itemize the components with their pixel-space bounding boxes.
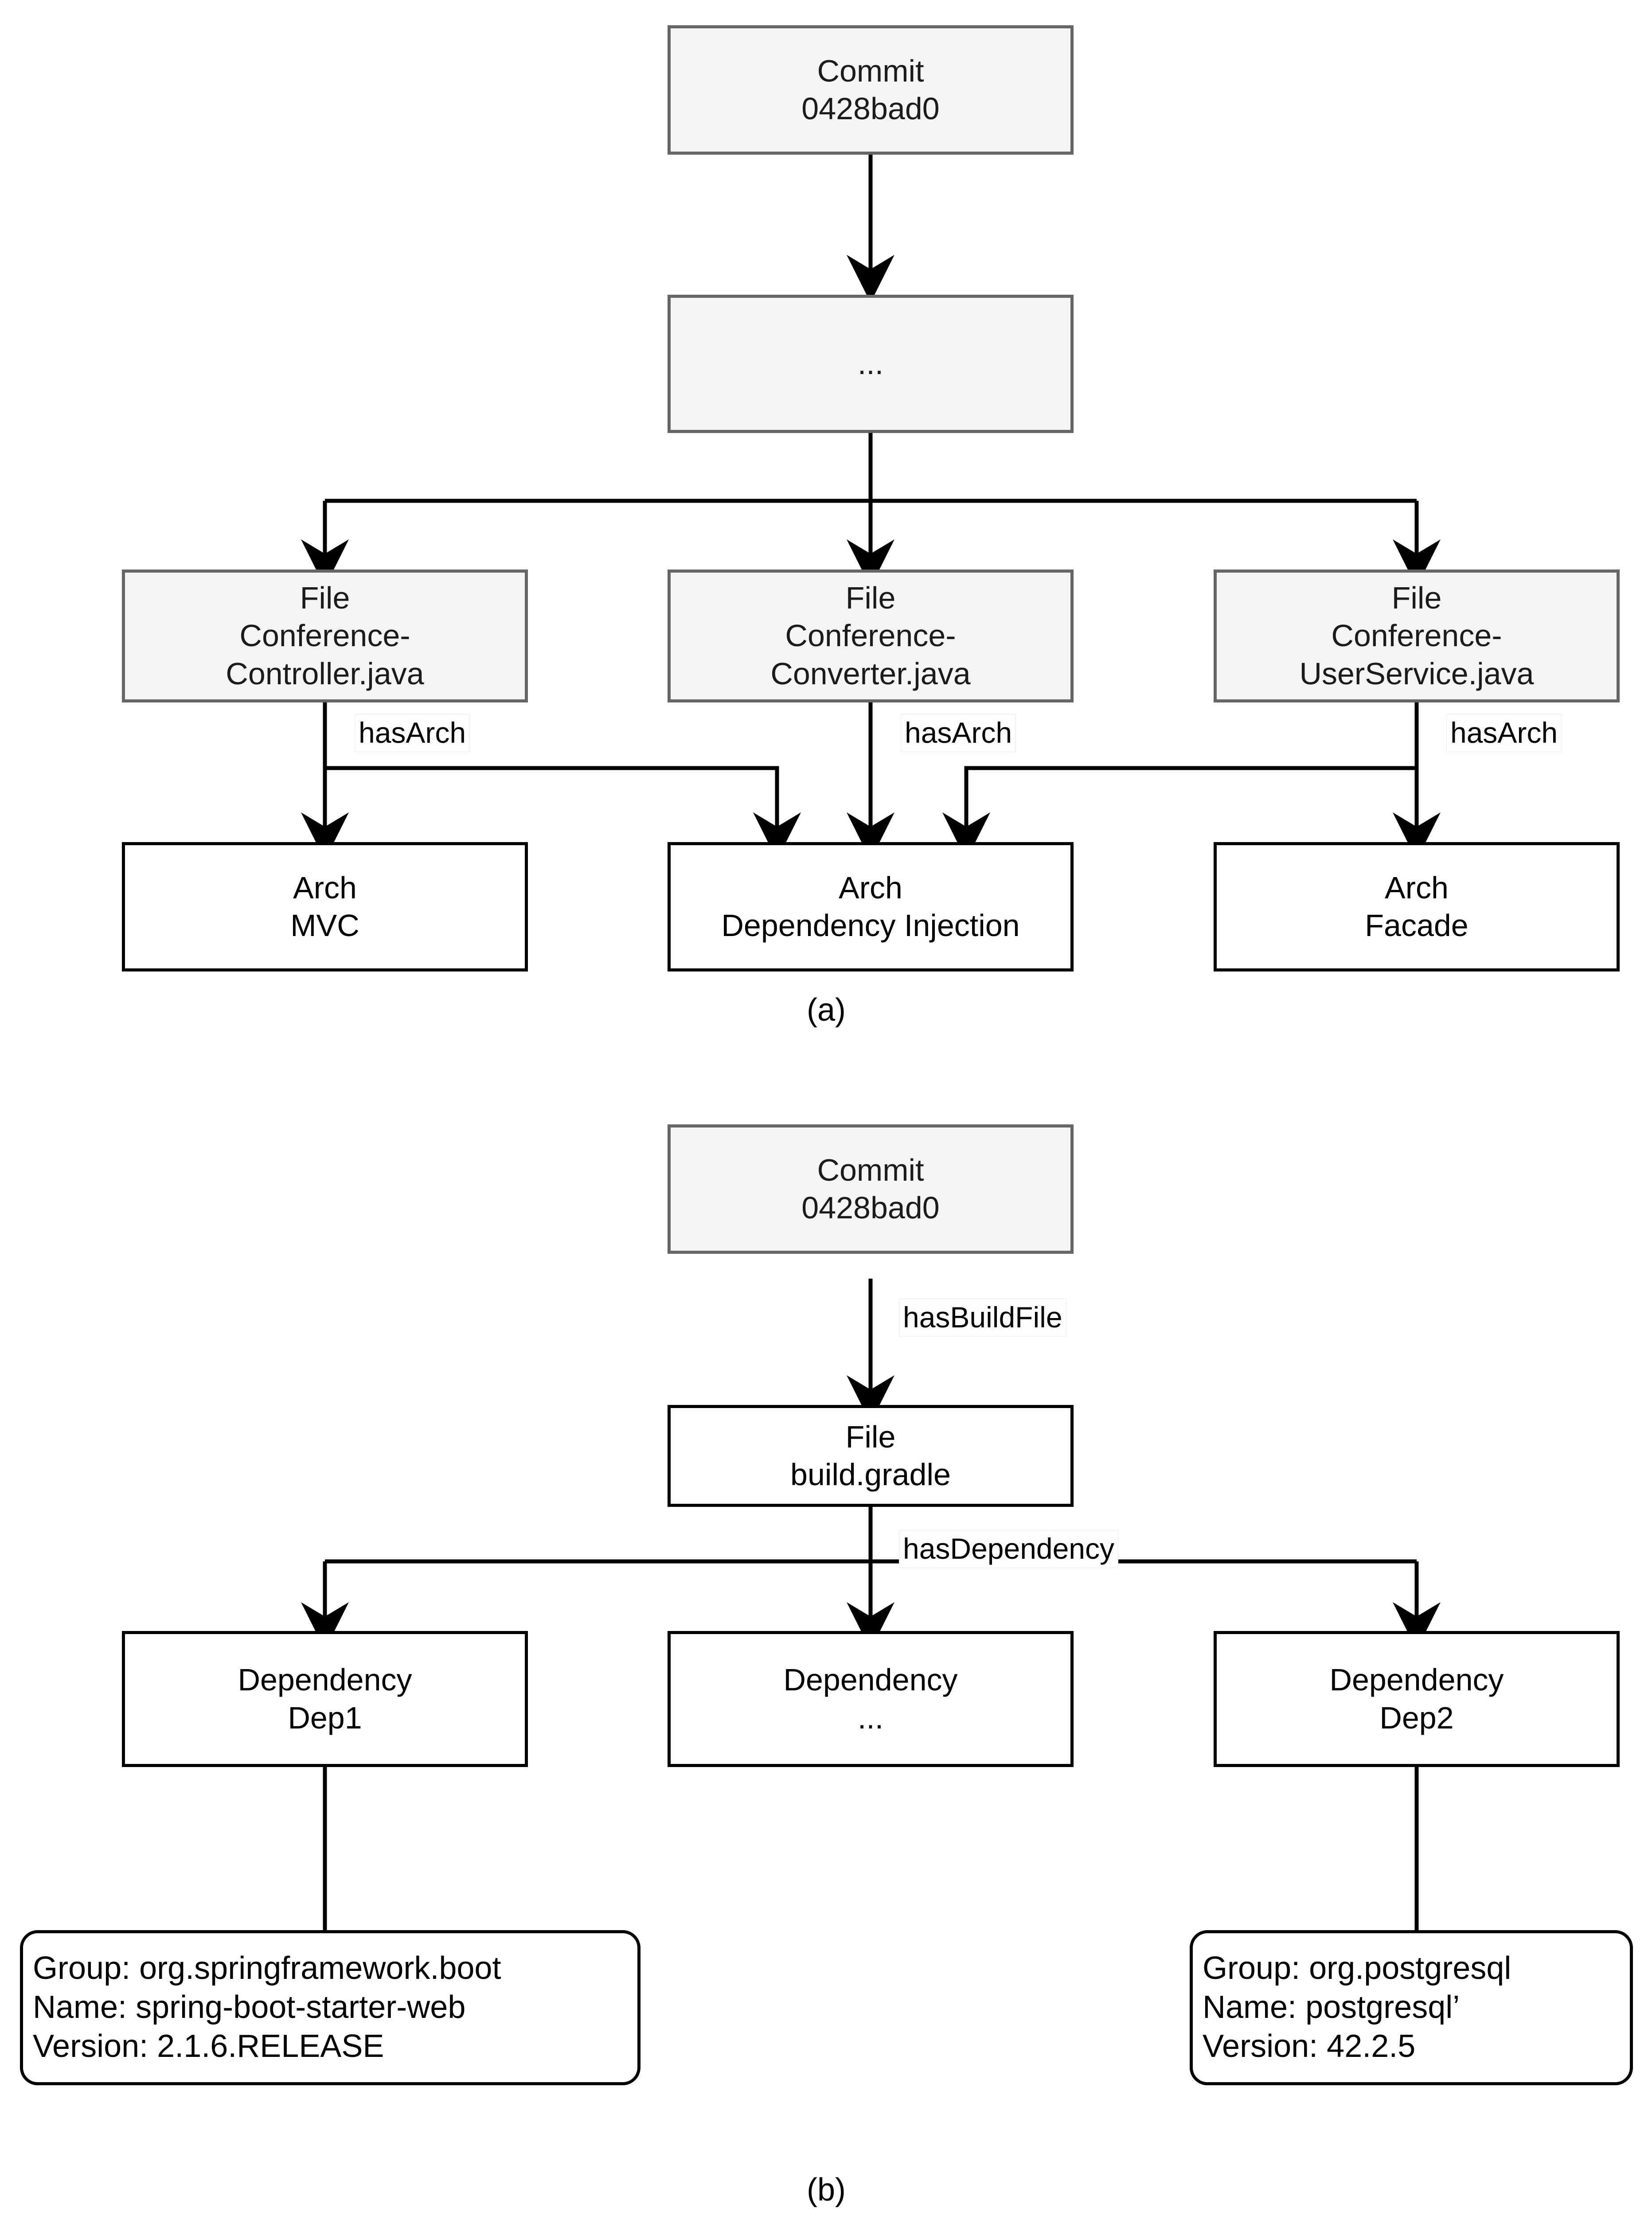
- node-file-conference-userservice[interactable]: File Conference- UserService.java: [1214, 570, 1620, 702]
- edge-label-has-dependency: hasDependency: [899, 1530, 1119, 1568]
- node-file-controller-type: File: [300, 580, 350, 615]
- node-file-converter-type: File: [845, 580, 896, 615]
- node-arch-di-type: Arch: [839, 870, 902, 905]
- edge-label-has-arch-2: hasArch: [901, 714, 1016, 752]
- node-file-conference-controller[interactable]: File Conference- Controller.java: [122, 570, 528, 702]
- node-commit-a-type: Commit: [817, 53, 924, 88]
- note-dep2-group: Group: org.postgresql: [1203, 1951, 1511, 1986]
- node-arch-dependency-injection[interactable]: Arch Dependency Injection: [668, 842, 1074, 971]
- node-buildgradle-value: build.gradle: [790, 1457, 951, 1492]
- node-buildgradle-type: File: [845, 1419, 896, 1454]
- node-arch-facade-value: Facade: [1365, 908, 1468, 943]
- node-ellipsis-a-value: ...: [857, 346, 884, 381]
- edge-label-has-arch-3: hasArch: [1446, 714, 1562, 752]
- note-dep1-version: Version: 2.1.6.RELEASE: [33, 2028, 384, 2064]
- edge-controller-to-di: [323, 674, 801, 860]
- note-dep1-name: Name: spring-boot-starter-web: [33, 1990, 466, 2025]
- node-file-userservice-name-2: UserService.java: [1299, 656, 1534, 691]
- panel-caption-b: (b): [807, 2172, 846, 2208]
- node-file-userservice-type: File: [1391, 580, 1442, 615]
- note-dep2-detail[interactable]: Group: org.postgresql Name: postgresql’ …: [1190, 1930, 1633, 2085]
- node-dep-ellipsis-type: Dependency: [783, 1662, 958, 1697]
- node-arch-mvc[interactable]: Arch MVC: [122, 842, 528, 971]
- node-commit-b-value: 0428bad0: [801, 1190, 940, 1225]
- node-dep1-value: Dep1: [288, 1700, 362, 1735]
- node-file-conference-converter[interactable]: File Conference- Converter.java: [668, 570, 1074, 702]
- node-dependency-dep2[interactable]: Dependency Dep2: [1214, 1631, 1620, 1767]
- node-file-userservice-name-1: Conference-: [1331, 618, 1502, 653]
- edge-userservice-to-di: [942, 674, 1419, 860]
- node-file-controller-name-2: Controller.java: [226, 656, 424, 691]
- note-dep2-name: Name: postgresql’: [1203, 1990, 1460, 2025]
- node-file-build-gradle[interactable]: File build.gradle: [668, 1405, 1074, 1507]
- node-commit-b-type: Commit: [817, 1152, 924, 1187]
- edge-label-has-arch-1: hasArch: [355, 714, 470, 752]
- note-dep1-detail[interactable]: Group: org.springframework.boot Name: sp…: [20, 1930, 640, 2085]
- node-dependency-dep1[interactable]: Dependency Dep1: [122, 1631, 528, 1767]
- node-arch-facade-type: Arch: [1385, 870, 1449, 905]
- node-file-converter-name-1: Conference-: [785, 618, 956, 653]
- node-file-converter-name-2: Converter.java: [770, 656, 971, 691]
- panel-caption-a: (a): [807, 992, 846, 1028]
- node-ellipsis-a[interactable]: ...: [668, 295, 1074, 433]
- node-dep1-type: Dependency: [238, 1662, 412, 1697]
- node-arch-di-value: Dependency Injection: [721, 908, 1020, 943]
- node-dep2-value: Dep2: [1379, 1700, 1454, 1735]
- note-dep1-group: Group: org.springframework.boot: [33, 1951, 501, 1986]
- node-file-controller-name-1: Conference-: [239, 618, 410, 653]
- edge-label-has-build-file: hasBuildFile: [899, 1299, 1066, 1337]
- node-dep2-type: Dependency: [1329, 1662, 1504, 1697]
- node-arch-facade[interactable]: Arch Facade: [1214, 842, 1620, 971]
- node-dependency-ellipsis[interactable]: Dependency ...: [668, 1631, 1074, 1767]
- node-arch-mvc-type: Arch: [293, 870, 357, 905]
- note-dep2-version: Version: 42.2.5: [1203, 2028, 1416, 2064]
- node-commit-b[interactable]: Commit 0428bad0: [668, 1124, 1074, 1254]
- node-dep-ellipsis-value: ...: [857, 1700, 884, 1735]
- node-commit-a-value: 0428bad0: [801, 91, 940, 126]
- node-commit-a[interactable]: Commit 0428bad0: [668, 25, 1074, 155]
- node-arch-mvc-value: MVC: [290, 908, 359, 943]
